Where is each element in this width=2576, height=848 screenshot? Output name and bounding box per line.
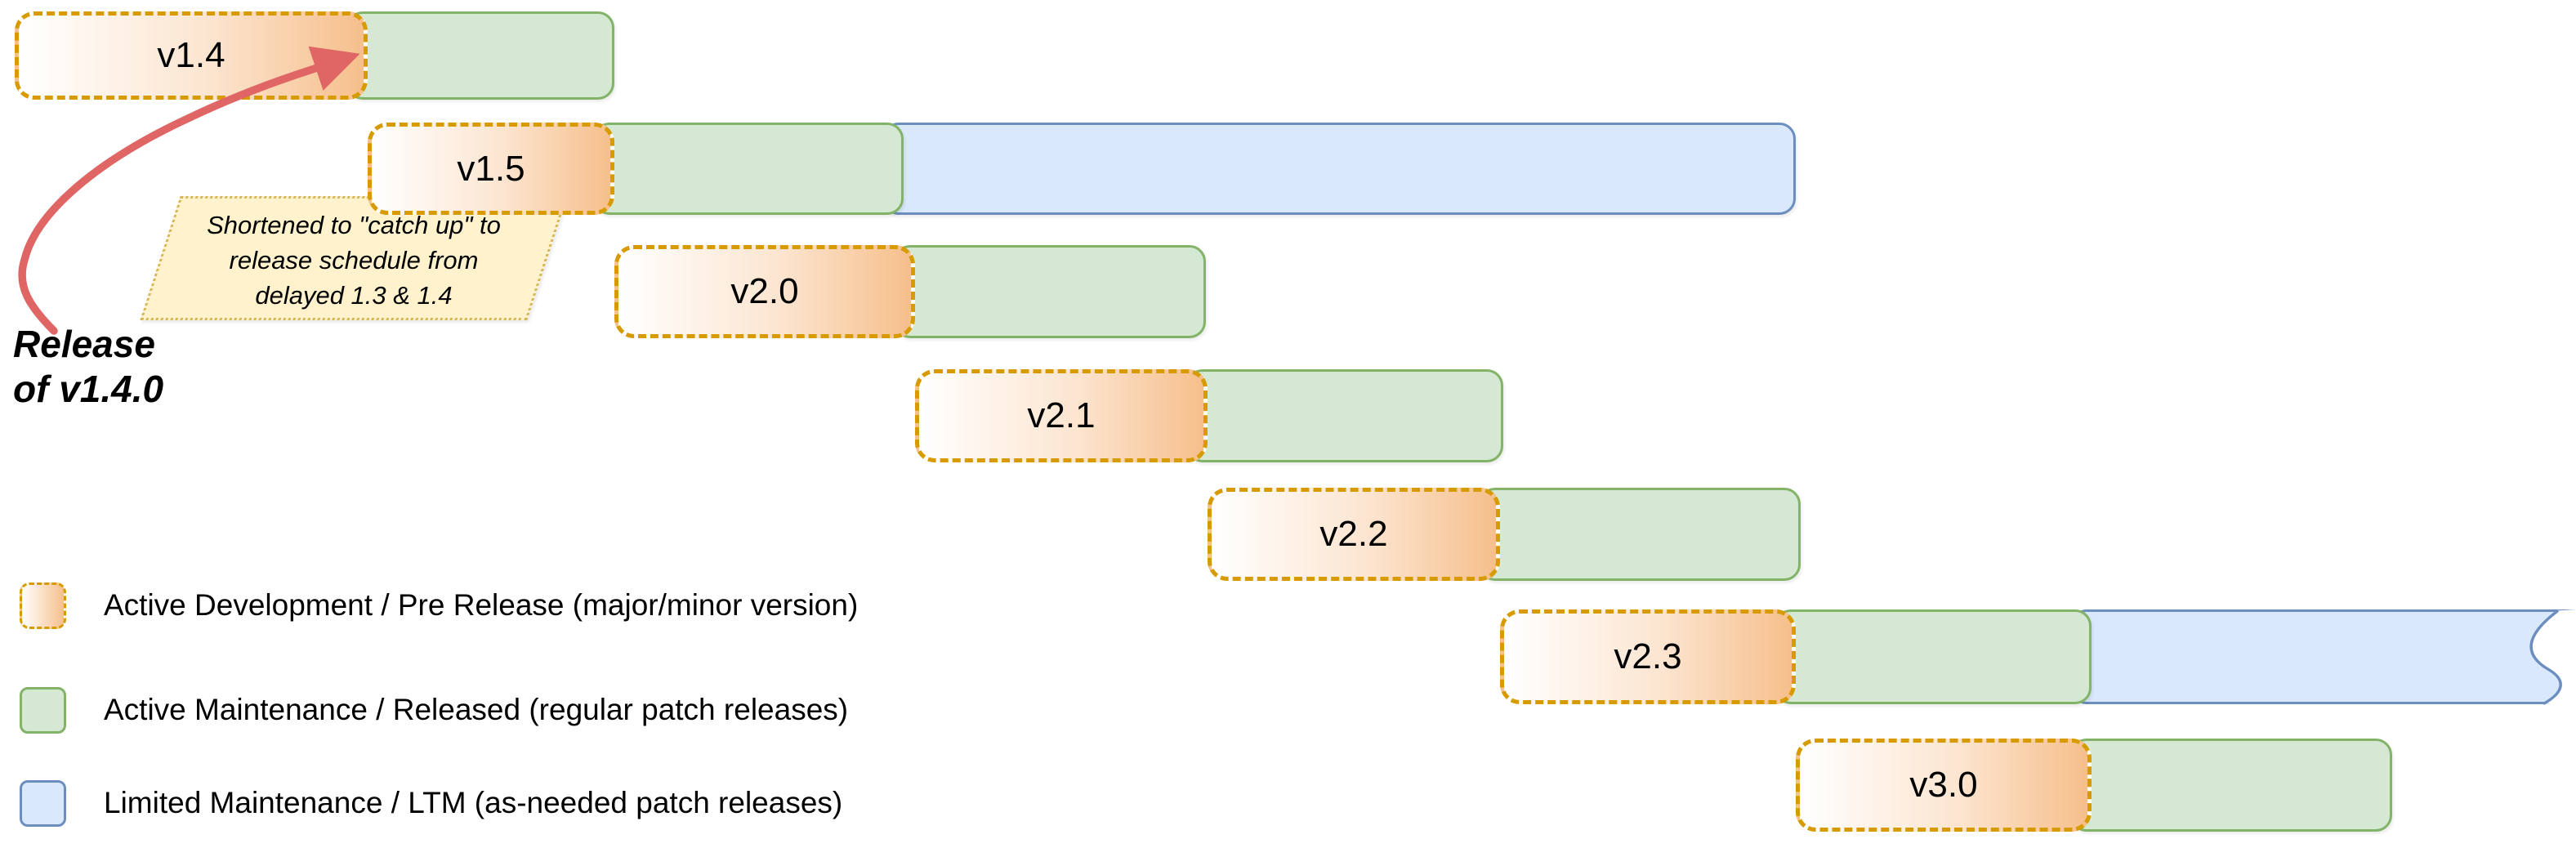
release-row-v1.5: v1.5 bbox=[0, 123, 2576, 215]
release-callout-label: Release of v1.4.0 bbox=[13, 322, 163, 412]
legend-item-ltm: Limited Maintenance / LTM (as-needed pat… bbox=[20, 779, 842, 827]
maintenance-phase-bar bbox=[1775, 609, 2092, 704]
release-row-v2.1: v2.1 bbox=[0, 369, 2576, 462]
legend: Active Development / Pre Release (major/… bbox=[20, 0, 1245, 848]
version-label: v2.3 bbox=[1614, 636, 1682, 676]
version-label: v3.0 bbox=[1909, 765, 1978, 805]
legend-label-development: Active Development / Pre Release (major/… bbox=[104, 588, 859, 622]
version-label: v2.1 bbox=[1027, 395, 1096, 435]
maintenance-phase-bar bbox=[346, 11, 614, 100]
release-row-v2.3: v2.3 bbox=[0, 609, 2576, 705]
legend-swatch-ltm bbox=[20, 779, 66, 827]
development-phase-bar: v3.0 bbox=[1796, 739, 2092, 832]
legend-item-maintenance: Active Maintenance / Released (regular p… bbox=[20, 686, 848, 734]
version-label: v2.2 bbox=[1319, 514, 1388, 554]
version-label: v1.5 bbox=[457, 148, 525, 189]
development-phase-bar: v1.5 bbox=[368, 123, 614, 215]
maintenance-phase-bar bbox=[894, 245, 1206, 338]
maintenance-phase-bar bbox=[1186, 369, 1503, 462]
maintenance-phase-bar bbox=[1479, 488, 1801, 581]
release-row-v2.2: v2.2 bbox=[0, 488, 2576, 581]
legend-swatch-maintenance bbox=[20, 686, 66, 734]
callout-line-2: of v1.4.0 bbox=[13, 368, 164, 410]
release-row-v3.0: v3.0 bbox=[0, 739, 2576, 832]
ltm-phase-bar bbox=[882, 123, 1796, 215]
legend-item-development: Active Development / Pre Release (major/… bbox=[20, 582, 858, 629]
torn-edge-icon bbox=[2529, 609, 2576, 705]
ltm-phase-bar bbox=[2070, 609, 2576, 705]
development-phase-bar: v1.4 bbox=[15, 11, 368, 100]
development-phase-bar: v2.1 bbox=[915, 369, 1208, 462]
release-row-v2.0: v2.0 bbox=[0, 245, 2576, 338]
legend-swatch-development bbox=[20, 582, 66, 629]
maintenance-phase-bar bbox=[2070, 739, 2392, 832]
version-label: v1.4 bbox=[157, 35, 225, 75]
development-phase-bar: v2.0 bbox=[614, 245, 915, 338]
callout-line-1: Release bbox=[13, 323, 155, 365]
legend-label-maintenance: Active Maintenance / Released (regular p… bbox=[104, 693, 849, 726]
version-label: v2.0 bbox=[730, 271, 799, 311]
legend-label-ltm: Limited Maintenance / LTM (as-needed pat… bbox=[104, 786, 843, 819]
development-phase-bar: v2.3 bbox=[1500, 609, 1796, 704]
maintenance-phase-bar bbox=[593, 123, 904, 215]
development-phase-bar: v2.2 bbox=[1208, 488, 1500, 581]
